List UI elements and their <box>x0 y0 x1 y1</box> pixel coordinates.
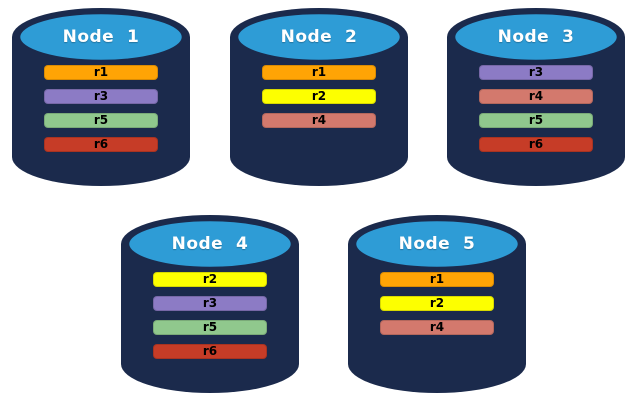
node-title: Node 3 <box>497 27 575 47</box>
replica-bar: r3 <box>44 89 158 104</box>
replica-bar: r2 <box>262 89 376 104</box>
replica-bar: r3 <box>479 65 593 80</box>
replica-bar: r5 <box>479 113 593 128</box>
replica-list: r3 r4 r5 r6 <box>479 65 593 152</box>
replica-bar: r4 <box>380 320 494 335</box>
node-3-cylinder: Node 3 r3 r4 r5 r6 <box>447 8 625 186</box>
node-2-cylinder: Node 2 r1 r2 r4 <box>230 8 408 186</box>
replica-bar: r6 <box>153 344 267 359</box>
replica-bar: r5 <box>153 320 267 335</box>
replica-bar: r4 <box>262 113 376 128</box>
replica-list: r1 r2 r4 <box>262 65 376 128</box>
replica-bar: r5 <box>44 113 158 128</box>
replica-bar: r6 <box>44 137 158 152</box>
replica-bar: r1 <box>380 272 494 287</box>
node-4-cylinder: Node 4 r2 r3 r5 r6 <box>121 215 299 393</box>
node-title: Node 1 <box>62 27 140 47</box>
replica-list: r2 r3 r5 r6 <box>153 272 267 359</box>
replica-bar: r1 <box>262 65 376 80</box>
node-title: Node 5 <box>398 234 476 254</box>
replica-bar: r2 <box>380 296 494 311</box>
node-title: Node 4 <box>171 234 249 254</box>
replica-bar: r2 <box>153 272 267 287</box>
node-5-cylinder: Node 5 r1 r2 r4 <box>348 215 526 393</box>
replica-list: r1 r2 r4 <box>380 272 494 335</box>
node-title: Node 2 <box>280 27 358 47</box>
replica-list: r1 r3 r5 r6 <box>44 65 158 152</box>
replica-bar: r4 <box>479 89 593 104</box>
replica-bar: r6 <box>479 137 593 152</box>
node-1-cylinder: Node 1 r1 r3 r5 r6 <box>12 8 190 186</box>
replica-bar: r3 <box>153 296 267 311</box>
replica-bar: r1 <box>44 65 158 80</box>
